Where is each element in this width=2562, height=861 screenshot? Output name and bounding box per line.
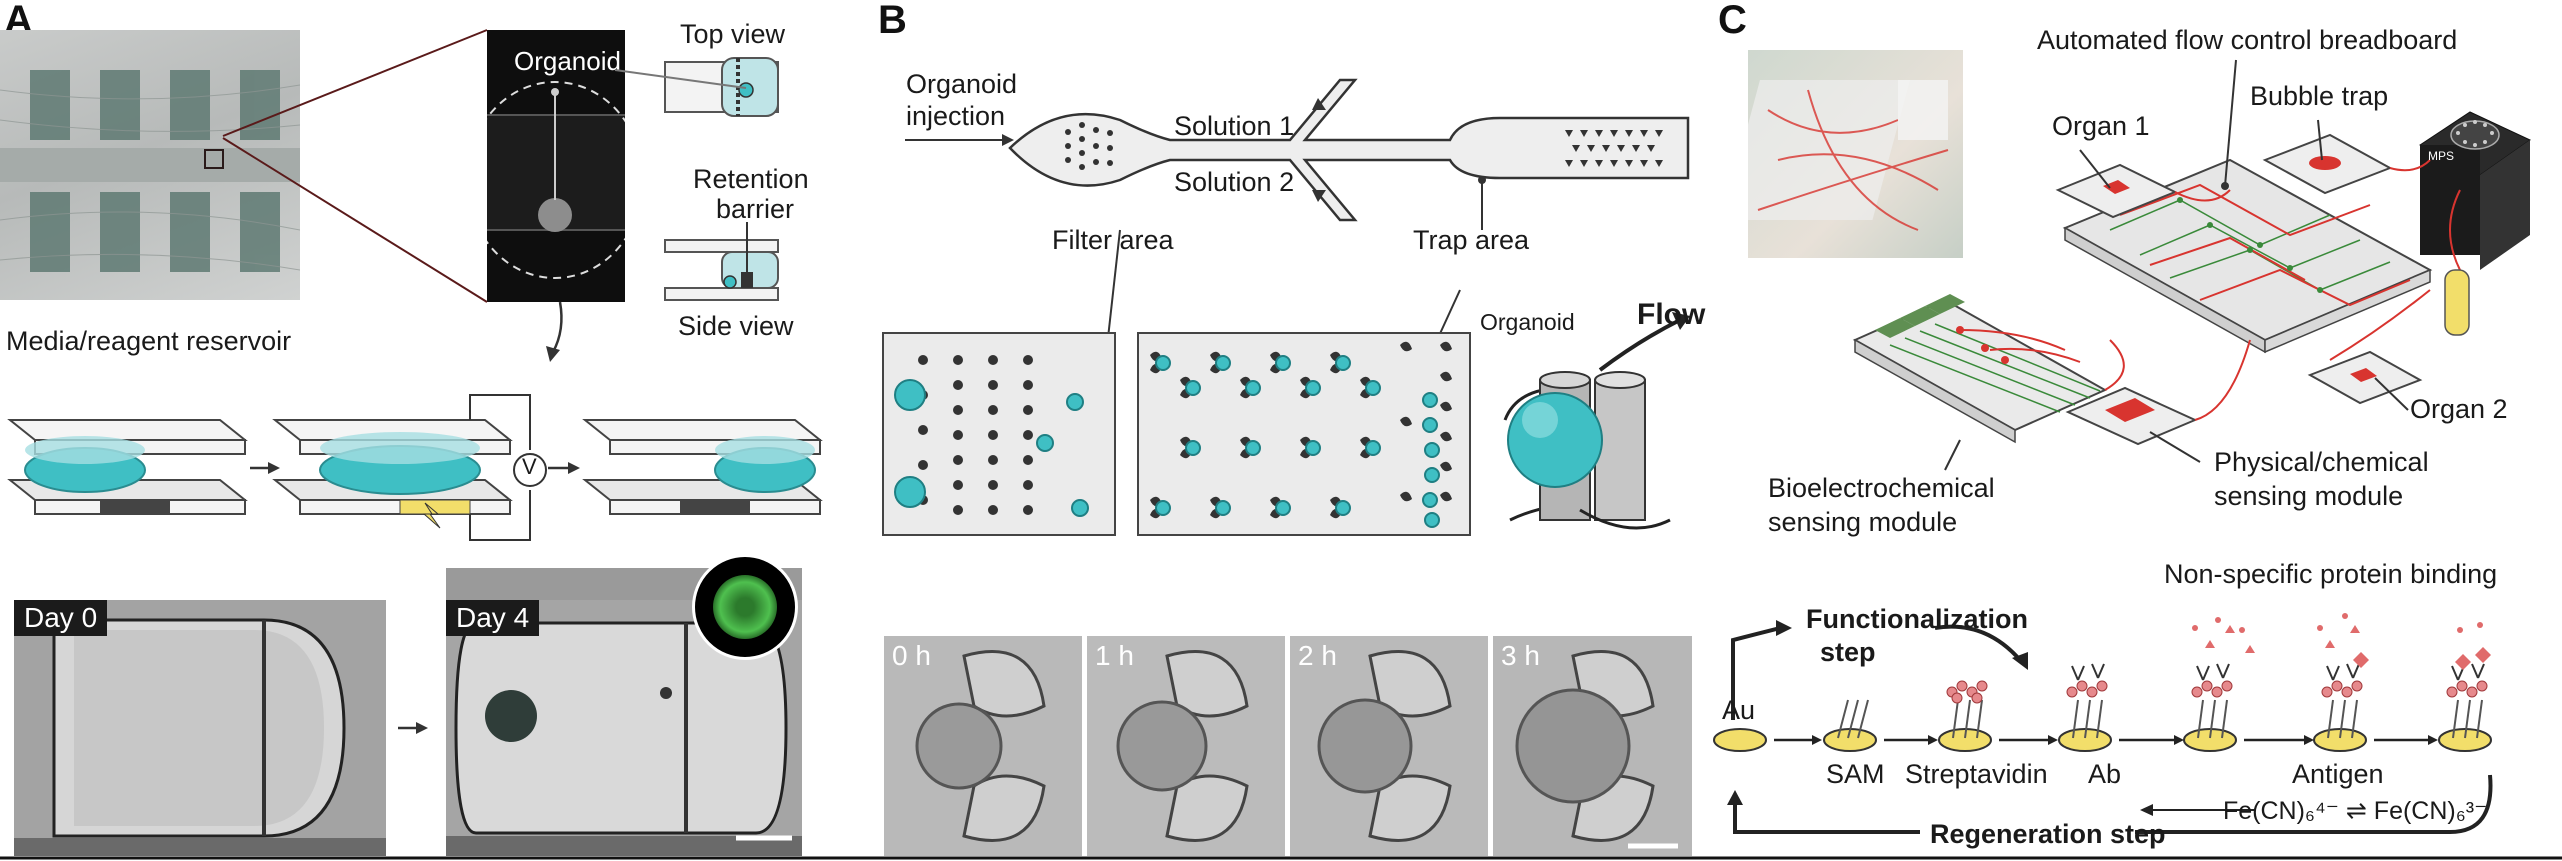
organ1-label: Organ 1 (2052, 111, 2150, 141)
fluorescence-inset (692, 554, 798, 660)
panel-c-label: C (1718, 0, 1747, 42)
frame-0-drawing (915, 650, 1046, 842)
trap-posts-top (1565, 130, 1663, 167)
voltmeter-label: V (522, 454, 537, 479)
nonspecific-label: Non-specific protein binding (2164, 559, 2498, 589)
organoid-injection-label-1: Organoid (906, 69, 1018, 99)
bioelectro-label-2: sensing module (1768, 507, 1958, 537)
time-2-label: 2 h (1298, 640, 1337, 671)
breadboard-photo-drawing (1748, 80, 1949, 231)
frame-2-drawing (1317, 650, 1452, 842)
side-view-label: Side view (678, 311, 794, 341)
solution1-label: Solution 1 (1174, 111, 1295, 141)
trap-area-label: Trap area (1413, 225, 1530, 255)
physical-label-1: Physical/chemical (2214, 447, 2429, 477)
breadboard-photo (1748, 50, 1963, 258)
timelapse-frame-1 (1087, 636, 1285, 856)
retention-label: Retention (693, 164, 809, 194)
timelapse-frame-0 (884, 636, 1082, 856)
media-reservoir-label: Media/reagent reservoir (6, 326, 292, 356)
filter-posts-top (1065, 122, 1113, 170)
device-2 (272, 394, 547, 541)
timelapse-strip: 0 h 1 h 2 h 3 h (884, 636, 1692, 856)
step-au: Au (1722, 695, 1756, 725)
functionalization-label-1: Functionalization (1806, 604, 2028, 634)
frame-3-drawing (1515, 650, 1678, 849)
redox-label: Fe(CN)₆⁴⁻ ⇌ Fe(CN)₆³⁻ (2223, 797, 2488, 825)
time-3-label: 3 h (1501, 640, 1540, 671)
day4-label: Day 4 (446, 600, 540, 636)
mps-pump (2329, 111, 2531, 361)
organoid-label-a: Organoid (514, 46, 621, 76)
day0-image (14, 600, 386, 856)
functionalization-label-2: step (1820, 637, 1876, 667)
filter-area-label: Filter area (1052, 225, 1174, 255)
day4-drawing (446, 600, 802, 856)
trapped-organoids (1155, 355, 1440, 528)
device-1 (7, 419, 248, 515)
flow-label: Flow (1637, 298, 1706, 331)
frame-1-drawing (1116, 650, 1249, 842)
timelapse-frame-2 (1290, 636, 1488, 856)
step-sam: SAM (1826, 759, 1885, 789)
filter-organoids (894, 379, 1089, 517)
physical-label-2: sensing module (2214, 481, 2404, 511)
panel-b-label: B (878, 0, 907, 42)
day0-label: Day 0 (14, 600, 108, 636)
trap-3d (1503, 312, 1690, 530)
top-view-label: Top view (680, 19, 786, 49)
mps-label: MPS (2428, 149, 2455, 163)
barrier-label: barrier (716, 194, 795, 224)
time-0-label: 0 h (892, 640, 931, 671)
bioelectro-label-1: Bioelectrochemical (1768, 473, 1995, 503)
step-antigen: Antigen (2292, 759, 2384, 789)
filter-posts (918, 355, 1033, 515)
zoom-view (487, 30, 625, 302)
organ2-label: Organ 2 (2410, 394, 2508, 424)
organoid-injection-label-2: injection (906, 101, 1006, 131)
regeneration-label: Regeneration step (1930, 819, 2166, 849)
step-streptavidin: Streptavidin (1905, 759, 2048, 789)
time-1-label: 1 h (1095, 640, 1134, 671)
green-organoid (713, 575, 777, 639)
solution2-label: Solution 2 (1174, 167, 1295, 197)
timelapse-frame-3 (1493, 636, 1692, 856)
zoom-view-drawing (487, 81, 625, 279)
organoid-label-b: Organoid (1480, 309, 1575, 335)
chip-photo (0, 30, 300, 300)
breadboard-label: Automated flow control breadboard (2037, 25, 2458, 55)
bubble-trap-label: Bubble trap (2250, 81, 2389, 111)
day0-drawing (14, 600, 386, 856)
regeneration-cycle (1713, 613, 2493, 834)
device-3 (582, 419, 823, 515)
step-ab: Ab (2088, 759, 2122, 789)
chip-photo-drawing (0, 70, 300, 272)
